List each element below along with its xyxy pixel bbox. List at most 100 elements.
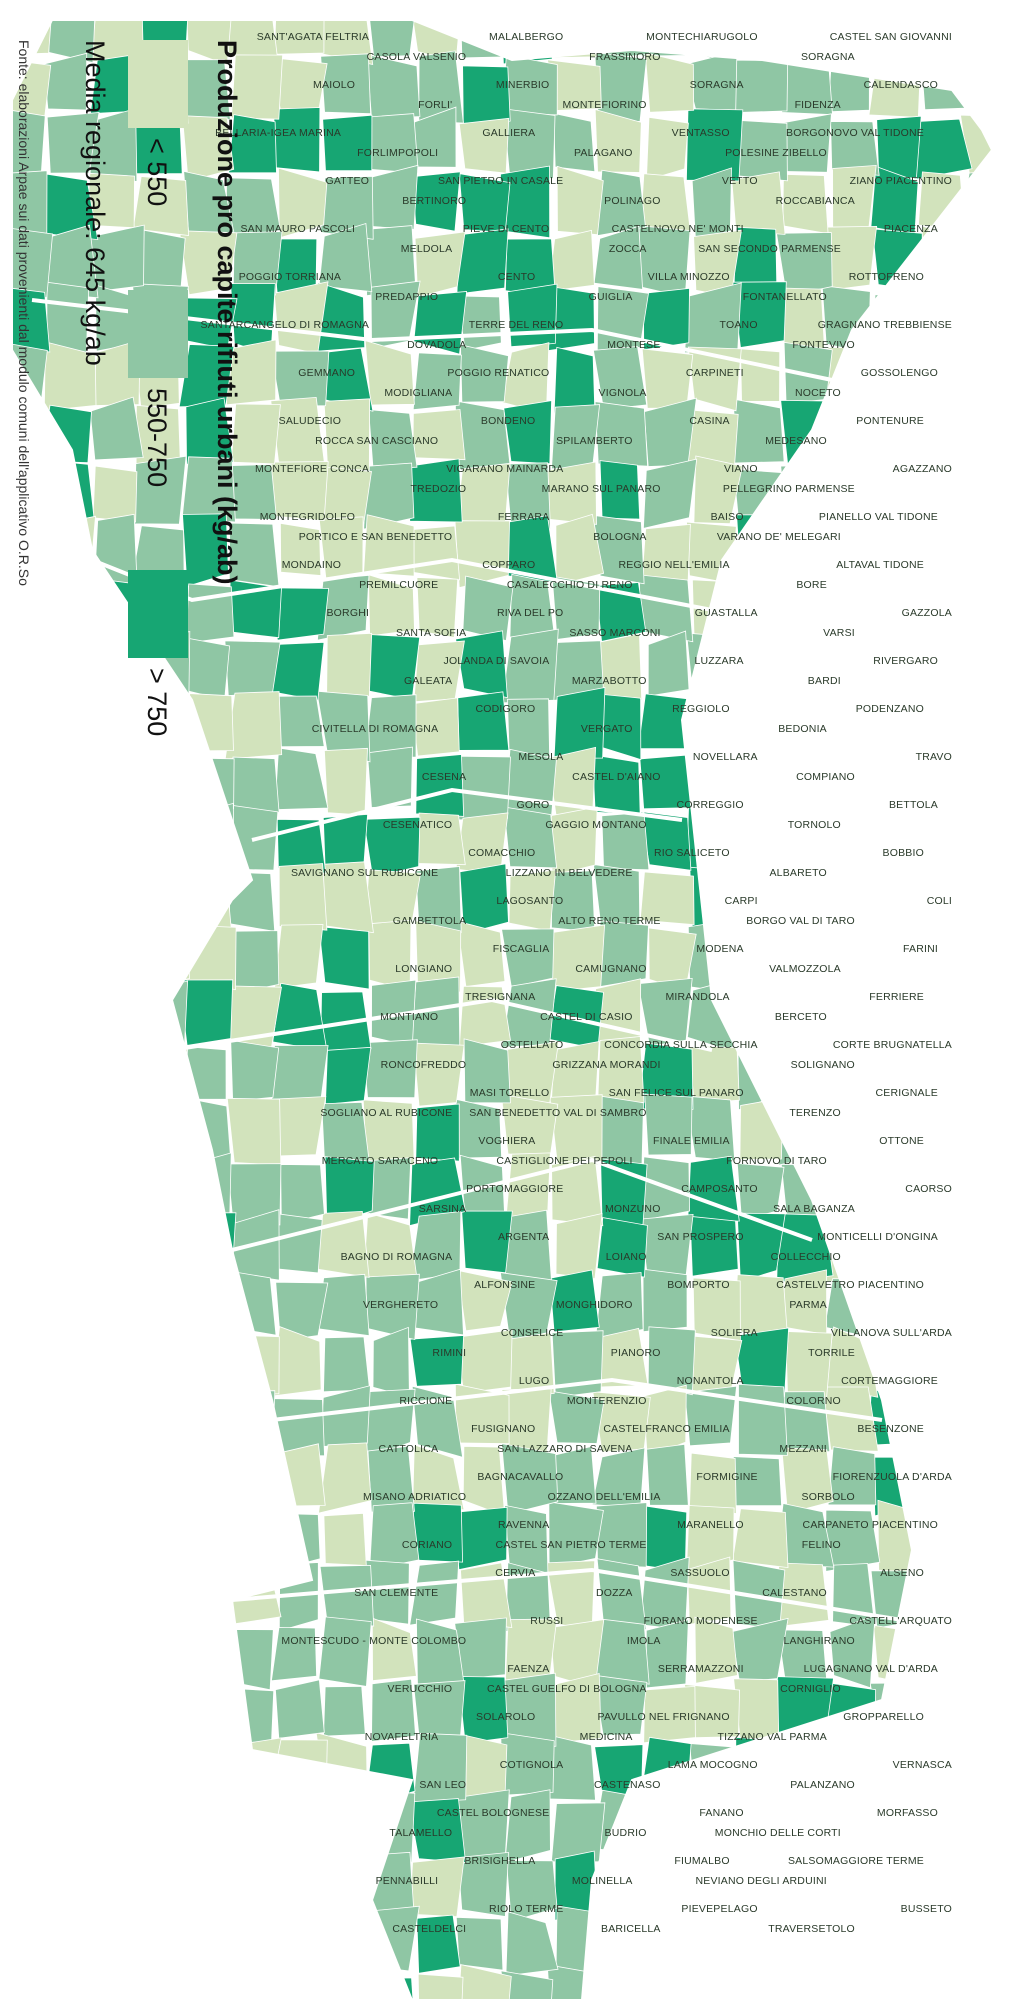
municipality-area xyxy=(693,229,742,298)
municipality-area xyxy=(641,1908,697,1976)
municipality-area xyxy=(12,1445,52,1514)
municipality-area xyxy=(644,52,695,113)
municipality-area xyxy=(503,400,553,465)
municipality-label: MARANO SUL PANARO xyxy=(542,483,661,495)
municipality-area xyxy=(230,1039,280,1102)
municipality-label: BERTINORO xyxy=(402,195,466,207)
municipality-area xyxy=(870,1919,924,1973)
municipality-area xyxy=(271,1795,322,1861)
municipality-area xyxy=(965,1966,992,2000)
municipality-area xyxy=(964,1557,992,1629)
municipality-area xyxy=(593,225,644,290)
municipality-area xyxy=(94,1625,143,1689)
municipality-area xyxy=(870,1973,925,2000)
municipality-area xyxy=(412,352,462,411)
municipality-label: NOCETO xyxy=(795,387,841,399)
municipality-label: MARANELLO xyxy=(677,1519,744,1531)
municipality-area xyxy=(415,754,465,817)
municipality-area xyxy=(693,1910,736,1978)
municipality-label: FORLIMPOPOLI xyxy=(357,147,438,159)
municipality-area xyxy=(684,1095,736,1162)
municipality-label: SAN PIETRO IN CASALE xyxy=(438,175,563,187)
municipality-area xyxy=(960,512,992,584)
municipality-area xyxy=(12,1212,54,1284)
municipality-area xyxy=(322,114,373,172)
municipality-area xyxy=(462,1445,506,1517)
municipality-area xyxy=(916,1212,974,1285)
municipality-label: VETTO xyxy=(722,175,758,187)
municipality-label: MEDICINA xyxy=(580,1731,633,1743)
municipality-area xyxy=(228,1967,274,2000)
municipality-label: FORNOVO DI TARO xyxy=(726,1155,827,1167)
municipality-label: PALANZANO xyxy=(790,1779,855,1791)
municipality-label: CASTENASO xyxy=(594,1779,661,1791)
municipality-area xyxy=(182,1618,236,1681)
municipality-area xyxy=(43,1904,95,1976)
municipality-label: PIEVEPELAGO xyxy=(681,1903,757,1915)
municipality-area xyxy=(272,982,328,1052)
municipality-area xyxy=(320,53,372,115)
municipality-label: FANANO xyxy=(699,1807,743,1819)
municipality-area xyxy=(273,281,329,355)
municipality-label: LANGHIRANO xyxy=(783,1635,854,1647)
municipality-label: BOMPORTO xyxy=(667,1279,729,1291)
municipality-area xyxy=(86,1451,143,1508)
municipality-label: GORO xyxy=(517,799,550,811)
municipality-label: TORRILE xyxy=(808,1347,855,1359)
municipality-label: FORMIGINE xyxy=(696,1471,757,1483)
municipality-area xyxy=(321,1101,370,1165)
municipality-area xyxy=(781,636,834,699)
municipality-area xyxy=(591,1447,646,1509)
municipality-label: GATTEO xyxy=(326,175,370,187)
municipality-label: GEMMANO xyxy=(298,367,355,379)
municipality-label: FIORANO MODENESE xyxy=(644,1615,758,1627)
municipality-area xyxy=(178,1455,231,1516)
municipality-label: IMOLA xyxy=(627,1635,661,1647)
municipality-area xyxy=(12,1568,53,1631)
municipality-label: RIVERGARO xyxy=(873,655,938,667)
municipality-label: VIGNOLA xyxy=(599,387,647,399)
municipality-label: TREDOZIO xyxy=(410,483,466,495)
municipality-area xyxy=(503,806,558,869)
municipality-area xyxy=(372,1326,410,1398)
municipality-area xyxy=(919,1507,973,1572)
municipality-area xyxy=(454,1506,508,1571)
municipality-label: CASTEL GUELFO DI BOLOGNA xyxy=(487,1683,647,1695)
municipality-area xyxy=(462,575,514,642)
municipality-area xyxy=(12,1273,47,1338)
municipality-label: CASTELFRANCO EMILIA xyxy=(603,1423,729,1435)
municipality-area xyxy=(964,20,992,59)
municipality-area xyxy=(41,806,89,871)
municipality-area xyxy=(41,1970,91,2000)
province-boundary xyxy=(251,787,683,842)
municipality-area xyxy=(132,1093,186,1166)
municipality-area xyxy=(968,232,992,295)
municipality-area xyxy=(596,169,646,237)
municipality-label: LOIANO xyxy=(606,1251,647,1263)
municipality-label: RIOLO TERME xyxy=(489,1903,563,1915)
municipality-area xyxy=(177,869,233,933)
municipality-area xyxy=(92,802,144,868)
municipality-label: VALMOZZOLA xyxy=(769,963,841,975)
municipality-label: CENTO xyxy=(498,271,536,283)
municipality-area xyxy=(228,804,279,871)
municipality-area xyxy=(41,1099,95,1165)
municipality-label: VARSI xyxy=(823,627,855,639)
municipality-area xyxy=(12,1622,52,1690)
municipality-area xyxy=(185,20,233,66)
municipality-label: CAMPOSANTO xyxy=(681,1183,757,1195)
municipality-label: SAN SECONDO PARMENSE xyxy=(698,243,841,255)
municipality-area xyxy=(12,1338,51,1400)
municipality-area xyxy=(90,1095,144,1165)
municipality-label: SAN CLEMENTE xyxy=(354,1587,438,1599)
municipality-area xyxy=(371,979,417,1047)
municipality-label: REGGIO NELL'EMILIA xyxy=(618,559,729,571)
municipality-label: PIANORO xyxy=(611,1347,661,1359)
municipality-area xyxy=(924,980,970,1045)
municipality-area xyxy=(781,1447,834,1514)
municipality-area xyxy=(12,1792,50,1864)
municipality-label: CARPI xyxy=(725,895,758,907)
municipality-area xyxy=(39,1561,87,1627)
municipality-label: SAN LEO xyxy=(419,1779,466,1791)
municipality-label: MAIOLO xyxy=(313,79,355,91)
